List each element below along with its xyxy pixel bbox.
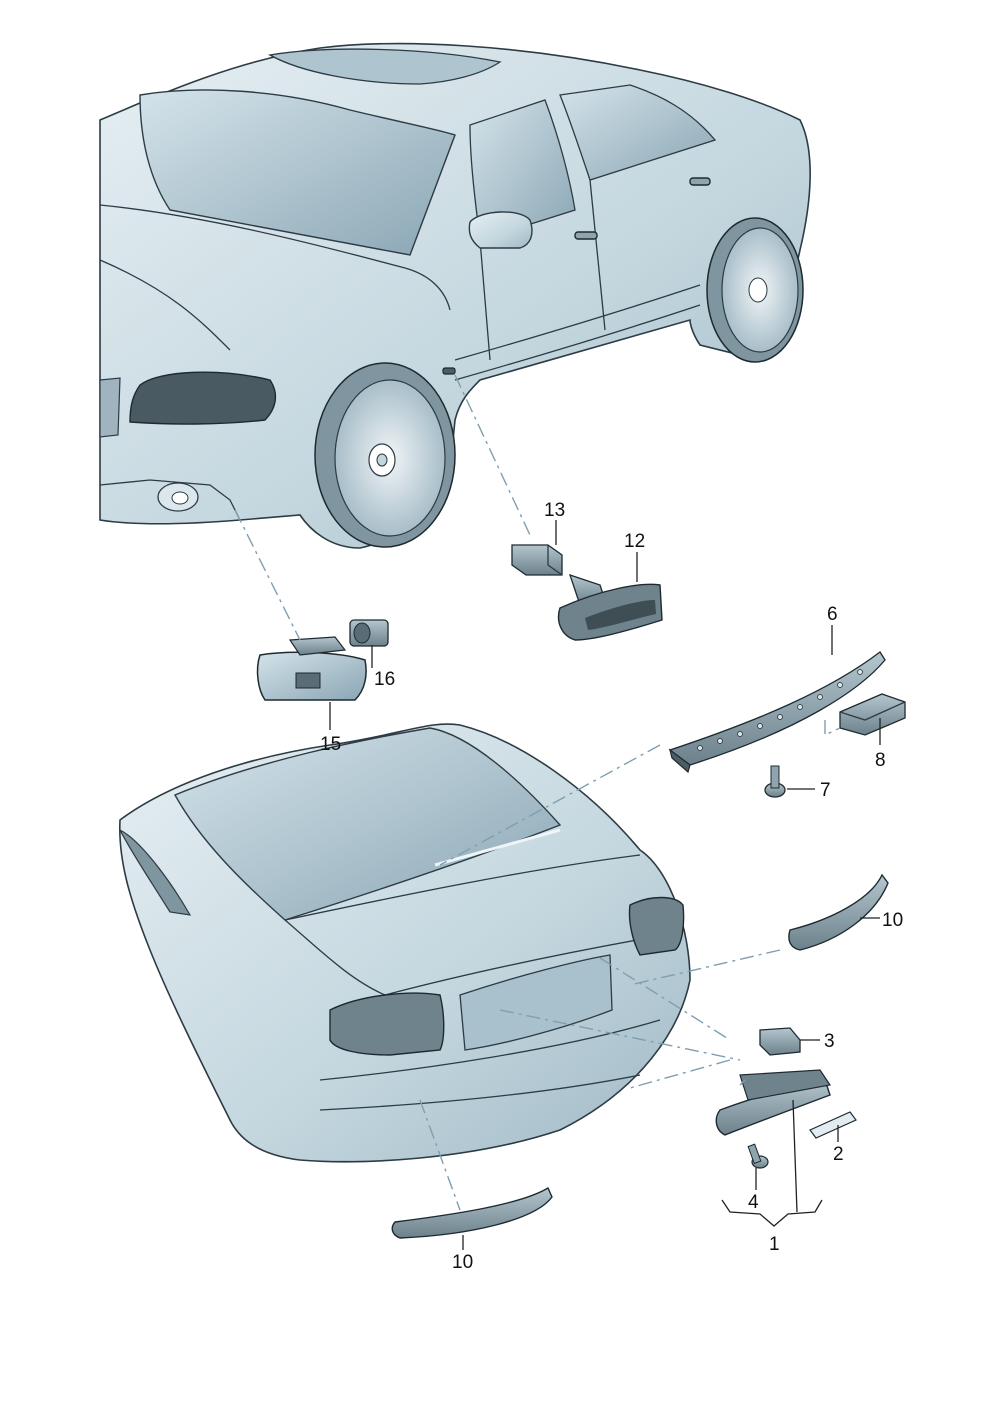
rear-car-illustration — [118, 723, 691, 1163]
callout-7: 7 — [820, 780, 831, 801]
part-13-connector — [511, 544, 563, 576]
front-grille — [99, 377, 121, 438]
callout-12: 12 — [624, 531, 645, 552]
callout-2: 2 — [833, 1144, 844, 1165]
part-15-front-lamp — [256, 636, 367, 701]
side-mirror — [468, 211, 533, 249]
rear-side-window — [559, 84, 717, 181]
callout-labels: 13 12 6 16 15 8 7 10 3 2 4 1 10 — [320, 500, 903, 1273]
license-plate-recess — [459, 954, 613, 1051]
callout-15: 15 — [320, 734, 341, 755]
callout-8: 8 — [875, 750, 886, 771]
front-car-illustration — [99, 42, 811, 549]
part-6-brake-light-strip — [668, 651, 886, 774]
rear-window — [174, 727, 562, 921]
front-wheel — [314, 362, 456, 548]
part-2-bulb — [809, 1111, 857, 1139]
sunroof — [268, 48, 502, 85]
part-1-license-plate-light — [715, 1069, 832, 1136]
part-4-screw — [747, 1143, 769, 1169]
callout-1: 1 — [769, 1234, 780, 1255]
tail-light-left — [329, 992, 445, 1056]
assembly-lines — [234, 374, 841, 1211]
callout-16: 16 — [374, 669, 395, 690]
rear-wheel — [706, 217, 804, 363]
part-16-bulb-socket — [349, 619, 389, 647]
part-12-side-marker-light — [557, 573, 663, 641]
callout-4: 4 — [748, 1192, 759, 1213]
part-7-screw — [764, 765, 786, 798]
callout-3: 3 — [824, 1031, 835, 1052]
callout-13: 13 — [544, 500, 565, 521]
callout-6: 6 — [827, 604, 838, 625]
leader-lines — [329, 520, 881, 1250]
headlight — [129, 371, 277, 425]
callout-10-lower: 10 — [452, 1252, 473, 1273]
front-windshield — [139, 89, 456, 256]
front-side-window — [469, 99, 576, 241]
callout-10-upper: 10 — [882, 910, 903, 931]
part-3-connector — [759, 1027, 801, 1056]
tail-light-right — [628, 896, 685, 956]
part-10-reflector-upper — [788, 873, 889, 951]
part-10-reflector-lower — [391, 1186, 553, 1239]
part-8-connector — [839, 693, 906, 736]
